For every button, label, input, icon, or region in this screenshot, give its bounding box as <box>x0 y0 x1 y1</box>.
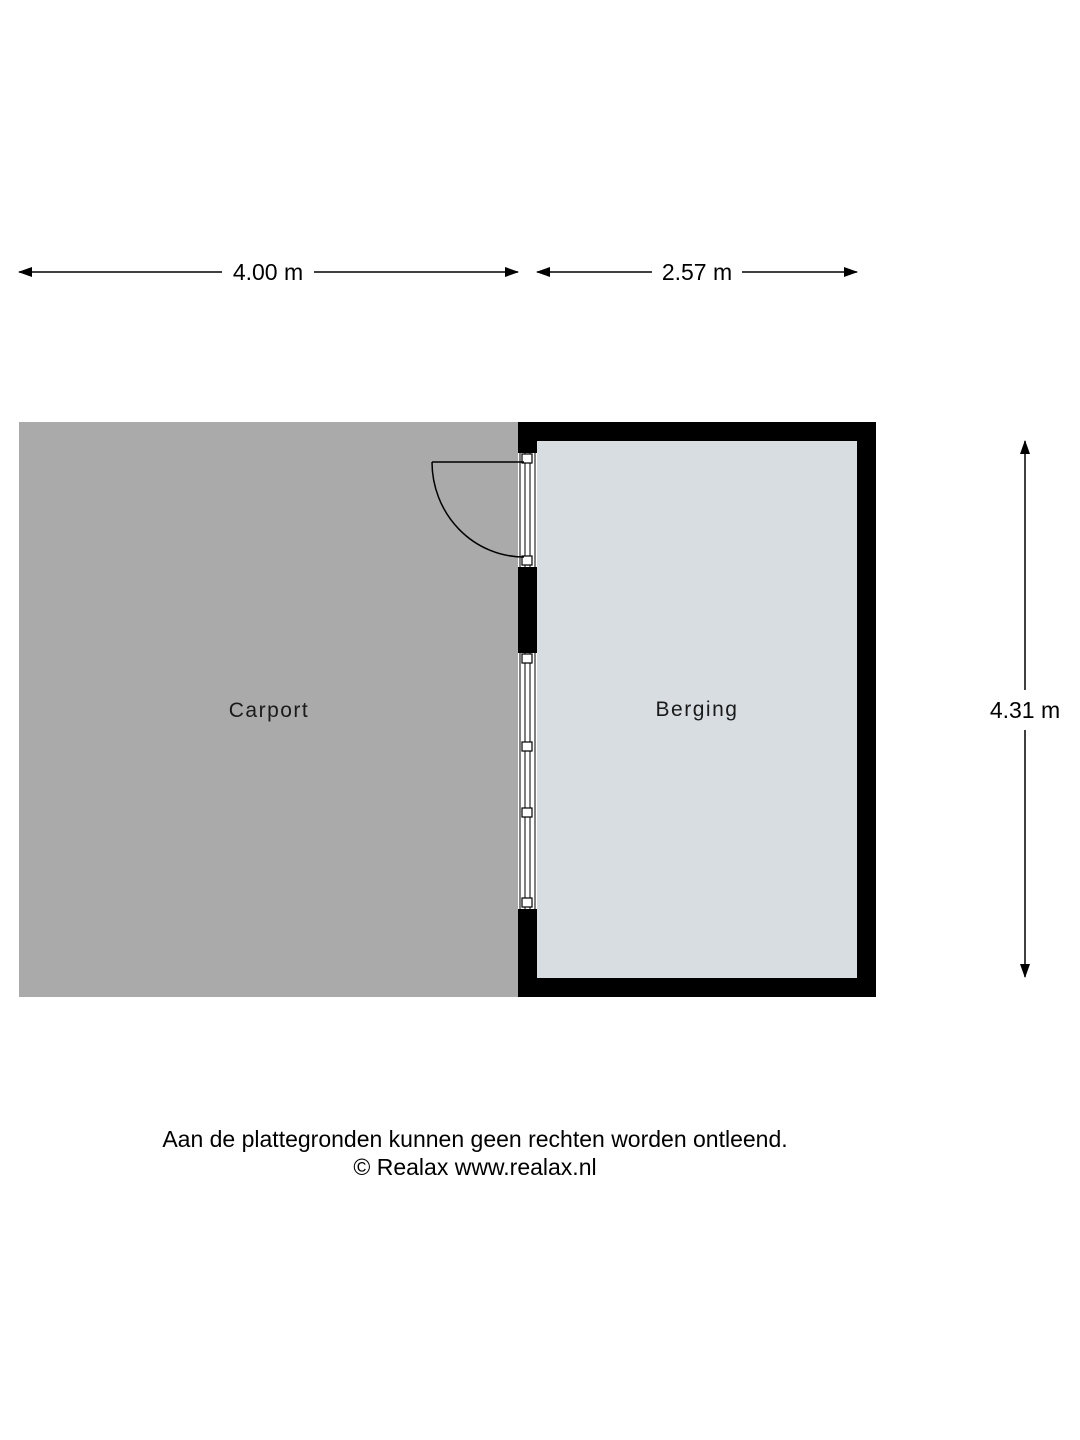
left-wall-openings <box>518 453 537 909</box>
carport-area <box>19 422 519 997</box>
dimension-label-depth: 4.31 m <box>990 697 1060 723</box>
disclaimer-text: Aan de plattegronden kunnen geen rechten… <box>162 1126 788 1152</box>
dimension-carport-width: 4.00 m <box>18 259 519 285</box>
dimension-berging-width: 2.57 m <box>536 259 858 285</box>
dimension-depth: 4.31 m <box>990 440 1060 978</box>
dimension-label-berging-width: 2.57 m <box>662 259 732 285</box>
copyright-text: © Realax www.realax.nl <box>353 1154 597 1180</box>
door-swing-icon <box>431 461 525 558</box>
berging-interior <box>537 441 857 978</box>
room-label-berging: Berging <box>656 698 739 721</box>
room-label-carport: Carport <box>229 699 310 722</box>
dimension-label-carport-width: 4.00 m <box>233 259 303 285</box>
